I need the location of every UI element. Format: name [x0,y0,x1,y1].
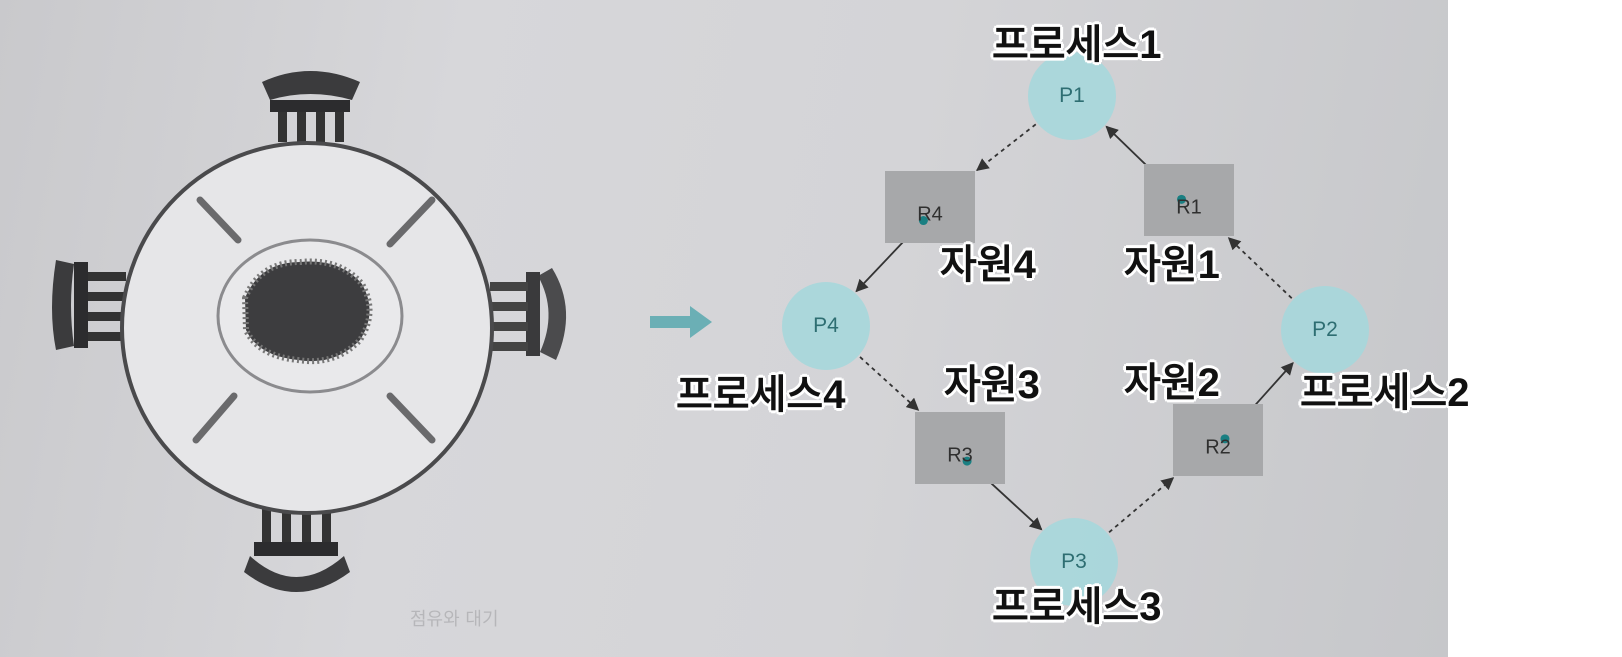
resource-node-r3 [915,412,1005,484]
book-photo: 점유와 대기 [0,0,1448,657]
edge-p3-to-r2 [1108,477,1175,533]
resource-node-r3-label: R3 [947,444,973,467]
chair-bottom [244,500,350,592]
resource-node-r4 [885,171,975,243]
food [241,258,373,365]
annotation-resource2: 자원2 [1124,361,1220,405]
annotation-process4: 프로세스4 [676,373,846,417]
chair-left [52,260,126,350]
forks [192,196,436,444]
edge-p1-to-r4 [976,123,1037,172]
annotation-resource1: 자원1 [1124,243,1220,287]
process-node-p2-label: P2 [1312,318,1338,341]
dining-table-illustration [52,71,712,592]
chair-top [262,71,360,142]
edge-p2-to-r1 [1227,237,1293,299]
resource-node-r1 [1144,164,1234,236]
process-node-p1 [1028,52,1116,140]
annotation-process2: 프로세스2 [1300,371,1470,415]
right-arrow-icon [650,306,712,338]
process-node-p3 [1030,518,1118,606]
chair-right [490,268,567,360]
resource-instance-dot-r4 [918,216,928,226]
resource-instance-dot-r2 [1220,434,1230,444]
resource-node-r2 [1173,404,1263,476]
edge-p4-to-r3 [859,356,920,411]
process-node-p2 [1281,286,1369,374]
annotation-process3: 프로세스3 [992,585,1162,629]
process-node-p4 [782,282,870,370]
resource-instance-dot-r1 [1177,194,1187,204]
faint-caption: 점유와 대기 [410,609,499,630]
resource-node-r2-label: R2 [1205,436,1231,459]
annotation-resource3: 자원3 [944,363,1040,407]
process-node-p4-label: P4 [813,314,839,337]
annotation-resource4: 자원4 [940,243,1036,287]
annotation-process1: 프로세스1 [992,23,1162,67]
process-node-p3-label: P3 [1061,550,1087,573]
resource-allocation-graph [782,52,1369,606]
process-node-p1-label: P1 [1059,84,1085,107]
resource-instance-dot-r3 [962,456,972,466]
resource-node-r1-label: R1 [1176,196,1202,219]
resource-node-r4-label: R4 [917,203,943,226]
